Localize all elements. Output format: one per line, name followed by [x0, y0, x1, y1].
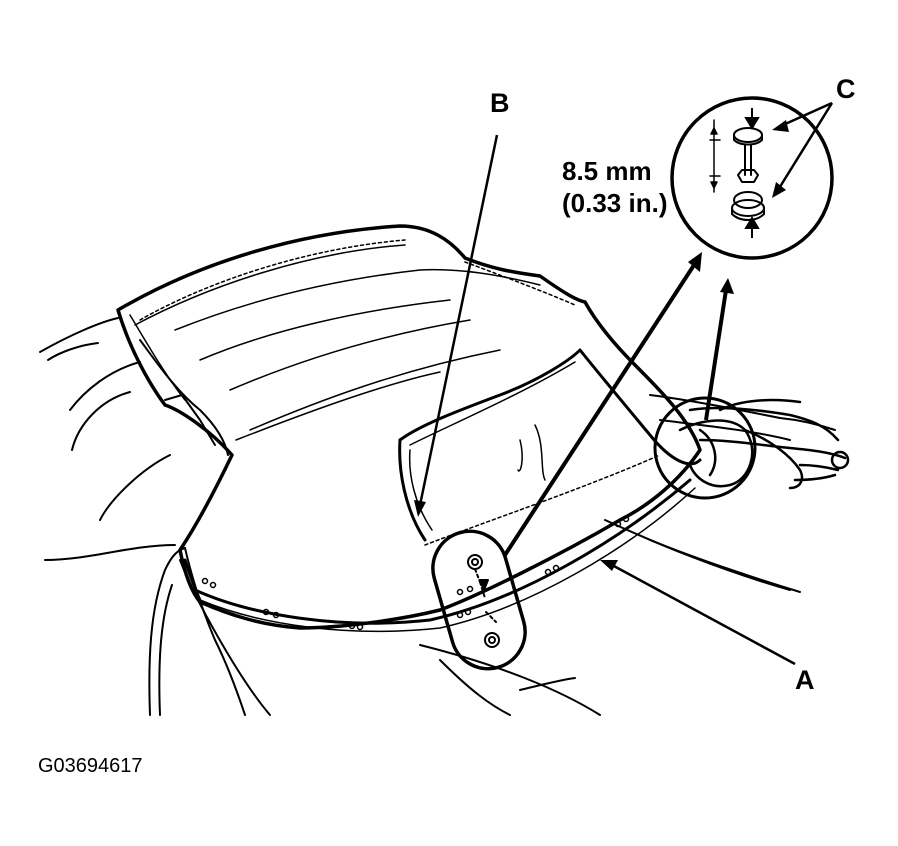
car-body-outline	[39, 317, 836, 716]
leader-arrow-a	[600, 560, 796, 666]
leader-arrows-c	[772, 101, 834, 198]
label-c: C	[836, 74, 856, 104]
snap-fastener-detail	[731, 127, 765, 221]
callout-arrows-to-detail	[503, 252, 734, 557]
detail-oval-b	[431, 529, 527, 671]
dimension-ticks	[709, 119, 721, 193]
fastener-holes	[201, 515, 630, 631]
leader-arrow-b	[414, 134, 499, 517]
label-a: A	[795, 665, 815, 695]
pliers-detail-circle	[653, 396, 757, 500]
figure-code: G03694617	[38, 755, 143, 777]
fastener-closeup	[467, 554, 500, 648]
detail-bubble-c	[670, 96, 834, 260]
dimension-imperial: (0.33 in.)	[562, 188, 667, 218]
pliers-tool	[678, 398, 850, 490]
dimension-metric: 8.5 mm	[562, 156, 652, 186]
label-b: B	[490, 88, 510, 118]
soft-top	[116, 224, 702, 633]
compression-arrows	[744, 108, 760, 238]
